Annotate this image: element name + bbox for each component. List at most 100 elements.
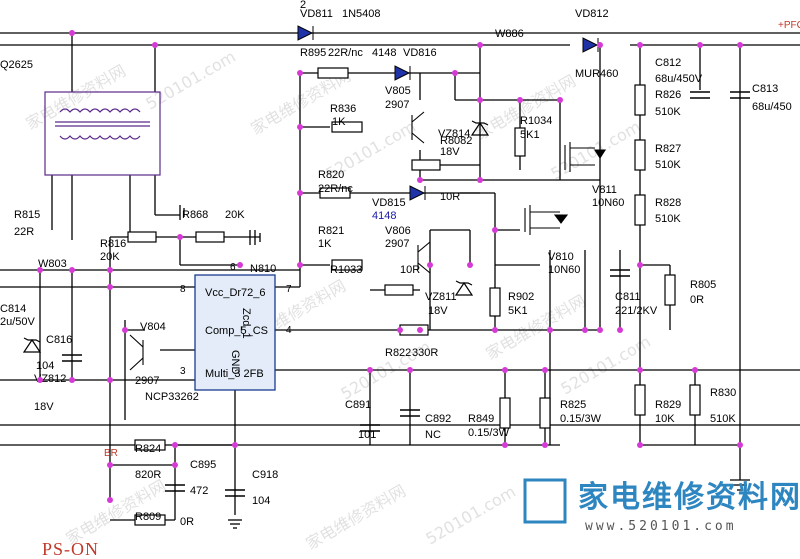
diode-part: 1N5408 bbox=[342, 8, 381, 20]
resistor-value: 22R/nc bbox=[328, 47, 363, 59]
top-sheet-label: 2 bbox=[300, 0, 306, 11]
mosfet-part: 10N60 bbox=[548, 264, 580, 276]
resistor-value: 22R bbox=[14, 226, 34, 238]
net-ps-on: PS-ON bbox=[42, 539, 99, 559]
junction-dot bbox=[617, 327, 623, 333]
junction-dot bbox=[367, 367, 373, 373]
net-104: 104 bbox=[36, 360, 54, 372]
cap-value: 101 bbox=[358, 429, 376, 441]
resistor-ref: R830 bbox=[710, 387, 736, 399]
zener-part: 18V bbox=[34, 401, 54, 413]
resistor-value: 1K bbox=[318, 238, 332, 250]
resistor-value: 20K bbox=[225, 209, 245, 221]
resistor-ref: R828 bbox=[655, 197, 681, 209]
cap-ref: C816 bbox=[46, 334, 72, 346]
cap-value: 104 bbox=[252, 495, 270, 507]
junction-dot bbox=[297, 70, 303, 76]
diode-ref: VD815 bbox=[372, 197, 406, 209]
resistor-value: 510K bbox=[655, 213, 681, 225]
resistor-value: 5K1 bbox=[520, 129, 540, 141]
junction-dot bbox=[122, 327, 128, 333]
wiring bbox=[0, 30, 800, 521]
junction-dot bbox=[737, 42, 743, 48]
junction-dot bbox=[297, 124, 303, 130]
resistor-ref: R805 bbox=[690, 279, 716, 291]
junction-dot bbox=[452, 70, 458, 76]
junction-dot bbox=[397, 327, 403, 333]
junction-dot bbox=[107, 377, 113, 383]
transistor-part: 2907 bbox=[385, 99, 409, 111]
ic-pinno: 8 bbox=[180, 284, 186, 295]
cap-ref: C918 bbox=[252, 469, 278, 481]
junction-dot bbox=[417, 177, 423, 183]
resistor-ref: R836 bbox=[330, 103, 356, 115]
zener-ref: VZ811 bbox=[425, 291, 457, 303]
resistor-ref: R868 bbox=[182, 209, 208, 221]
junction-dot bbox=[467, 262, 473, 268]
cap-ref: C813 bbox=[752, 83, 778, 95]
ic-pin-multi: Multi_3 2FB bbox=[205, 368, 264, 380]
brand-logo: 家电维修资料网 www.520101.com bbox=[523, 478, 800, 534]
junction-dot bbox=[69, 30, 75, 36]
junction-dot bbox=[477, 97, 483, 103]
ic-pin-vcc: Vcc_Dr72_6 bbox=[205, 287, 266, 299]
transistor-part: 2907 bbox=[385, 238, 409, 250]
cap-value: NC bbox=[425, 429, 441, 441]
resistor-ref: R821 bbox=[318, 225, 344, 237]
junction-dot bbox=[542, 367, 548, 373]
resistor-value: 10K bbox=[655, 413, 675, 425]
resistor-ref: R829 bbox=[655, 399, 681, 411]
resistor-ref: R825 bbox=[560, 399, 586, 411]
ic-pin-zcd: Zcd_1 bbox=[240, 308, 252, 339]
cap-ref: C811 bbox=[615, 291, 640, 303]
zener-ref: VZ814 bbox=[438, 128, 470, 140]
resistor-ref: R827 bbox=[655, 143, 681, 155]
watermark-text: 家电维修资料网 bbox=[303, 481, 410, 553]
junction-dot bbox=[107, 462, 113, 468]
watermark-text: 520101.com bbox=[423, 482, 519, 549]
junction-dot bbox=[232, 442, 238, 448]
net-w803: W803 bbox=[38, 258, 67, 270]
junction-dot bbox=[237, 262, 243, 268]
resistor-ref: R824 bbox=[135, 443, 161, 455]
junction-dot bbox=[582, 327, 588, 333]
junction-dot bbox=[37, 377, 43, 383]
resistor-ref: R902 bbox=[508, 291, 534, 303]
diode-part: 4148 bbox=[372, 210, 396, 222]
cap-value: 68u/450 bbox=[752, 101, 792, 113]
resistor-ref: R822 bbox=[385, 347, 411, 359]
cap-ref: C812 bbox=[655, 57, 681, 69]
junction-dot bbox=[637, 42, 643, 48]
junction-dot bbox=[37, 267, 43, 273]
diode-ref: VD811 bbox=[300, 8, 333, 20]
junction-dot bbox=[637, 262, 643, 268]
junction-dot bbox=[172, 442, 178, 448]
resistor-ref: R895 bbox=[300, 47, 326, 59]
junction-dot bbox=[297, 190, 303, 196]
ic-pinno: 4 bbox=[286, 325, 292, 336]
junction-dot bbox=[637, 442, 643, 448]
junction-dot bbox=[297, 262, 303, 268]
ic-pinno: 6 bbox=[230, 262, 236, 273]
resistor-ref: R8082 bbox=[440, 135, 472, 147]
resistor-ref: R849 bbox=[468, 413, 494, 425]
resistor-value: 0.15/3W bbox=[560, 413, 602, 425]
cap-value: 221/2KV bbox=[615, 305, 658, 317]
mosfet-part: 10N60 bbox=[592, 197, 624, 209]
diode-ref: VD812 bbox=[575, 8, 609, 20]
resistor-value: 330R bbox=[412, 347, 438, 359]
resistor-ref: R826 bbox=[655, 89, 681, 101]
resistor-ref: R815 bbox=[14, 209, 40, 221]
junction-dot bbox=[637, 367, 643, 373]
ic-n810: Vcc_Dr72_6 Comp_5_CS Multi_3 2FB Zcd_1 G… bbox=[145, 262, 292, 403]
junction-dot bbox=[517, 97, 523, 103]
junction-dot bbox=[417, 327, 423, 333]
transistor-ref: V806 bbox=[385, 225, 411, 237]
resistor-value: 0R bbox=[690, 294, 704, 306]
junction-dot bbox=[477, 177, 483, 183]
resistor-value: 510K bbox=[655, 159, 681, 171]
resistor-value: 0R bbox=[180, 516, 194, 528]
junction-dot bbox=[477, 42, 483, 48]
resistor-value: 820R bbox=[135, 469, 161, 481]
junction-dot bbox=[107, 267, 113, 273]
